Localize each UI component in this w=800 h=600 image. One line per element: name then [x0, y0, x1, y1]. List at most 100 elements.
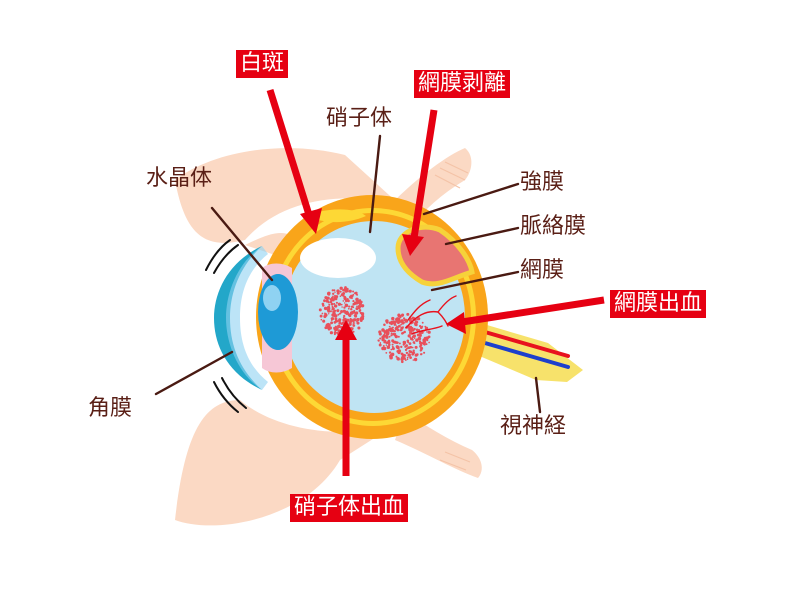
blood-speck [401, 356, 404, 359]
blood-speck [393, 340, 396, 344]
blood-speck [416, 318, 419, 321]
blood-speck [346, 298, 349, 301]
blood-speck [413, 327, 416, 331]
blood-speck [388, 343, 391, 347]
blood-speck [408, 342, 412, 345]
blood-speck [339, 295, 342, 297]
blood-speck [348, 305, 351, 308]
blood-speck [333, 296, 336, 299]
blood-speck [332, 292, 335, 295]
blood-speck [331, 317, 335, 321]
blood-speck [354, 314, 358, 318]
blood-speck [337, 324, 341, 329]
blood-speck [400, 360, 404, 364]
blood-speck [334, 291, 336, 293]
blood-speck [381, 337, 385, 342]
blood-speck [409, 345, 413, 349]
blood-speck [390, 352, 395, 357]
blood-speck [411, 352, 415, 356]
label-retinal-detachment: 網膜剥離 [414, 70, 511, 98]
blood-speck [338, 313, 341, 315]
arrow-retinal-detachment [402, 109, 438, 256]
blood-speck [400, 319, 404, 323]
blood-speck [418, 333, 422, 337]
blood-speck [390, 348, 393, 351]
leader-vitreous [368, 134, 382, 234]
label-sclera: 強膜 [520, 170, 565, 195]
leader-optic-nerve [534, 376, 542, 414]
blood-speck [394, 335, 398, 339]
blood-speck [427, 331, 431, 334]
blood-speck [334, 317, 338, 321]
blood-speck [382, 346, 387, 351]
blood-speck [411, 335, 415, 339]
blood-speck [359, 311, 362, 315]
blood-speck [385, 351, 388, 354]
blood-speck [390, 334, 393, 337]
blood-speck [348, 314, 352, 318]
blood-speck [391, 343, 394, 346]
blood-speck [399, 329, 402, 332]
leader-sclera [422, 182, 520, 216]
blood-speck [348, 289, 351, 293]
blood-speck [340, 303, 343, 306]
blood-speck [394, 326, 399, 331]
blood-speck [334, 309, 337, 312]
blood-speck [404, 359, 407, 361]
arrow-white-spot [266, 88, 322, 234]
blood-speck [383, 332, 386, 335]
blood-speck [406, 339, 410, 343]
blood-speck [397, 313, 401, 317]
blood-speck [333, 289, 336, 292]
blood-speck [352, 300, 355, 303]
blood-speck [403, 317, 406, 320]
blood-speck [335, 301, 338, 304]
blood-speck [391, 316, 395, 321]
blood-speck [342, 300, 345, 302]
blood-speck [413, 357, 418, 362]
blood-speck [388, 335, 391, 338]
blood-speck [395, 355, 398, 358]
blood-speck [423, 351, 426, 354]
blood-speck [349, 318, 353, 323]
blood-speck [334, 325, 338, 328]
blood-speck [413, 337, 416, 340]
blood-speck [386, 345, 391, 350]
blood-speck [338, 321, 342, 324]
blood-speck [334, 319, 338, 323]
label-choroid: 脈絡膜 [520, 214, 587, 239]
cornea-front [226, 246, 268, 390]
blood-speck [358, 310, 361, 313]
blood-speck [358, 301, 362, 306]
blood-speck [387, 332, 390, 335]
blood-speck [425, 338, 428, 341]
blood-speck [323, 314, 327, 319]
blood-speck [326, 296, 330, 300]
blood-speck [340, 309, 344, 314]
blood-speck [400, 357, 404, 361]
blood-speck [344, 303, 349, 308]
blood-speck [387, 340, 391, 345]
blood-speck [428, 341, 430, 344]
blood-speck [331, 298, 335, 302]
blood-speck [343, 287, 346, 290]
blood-speck [379, 337, 382, 340]
blood-speck [378, 343, 382, 347]
blood-speck [398, 342, 401, 345]
blood-speck [323, 299, 326, 303]
blood-speck [414, 345, 418, 349]
blood-speck [383, 323, 386, 326]
leader-lines [154, 134, 542, 414]
blood-speck [419, 326, 423, 330]
blood-speck [332, 295, 334, 298]
blood-speck [329, 298, 332, 301]
blood-speck [341, 306, 343, 308]
blood-speck [406, 347, 409, 350]
blood-speck [352, 306, 355, 309]
blood-speck [407, 353, 411, 357]
blood-speck [416, 353, 419, 356]
blood-speck [352, 322, 355, 324]
blood-speck [360, 316, 365, 321]
white-spot [318, 209, 366, 223]
blood-speck [347, 299, 350, 303]
